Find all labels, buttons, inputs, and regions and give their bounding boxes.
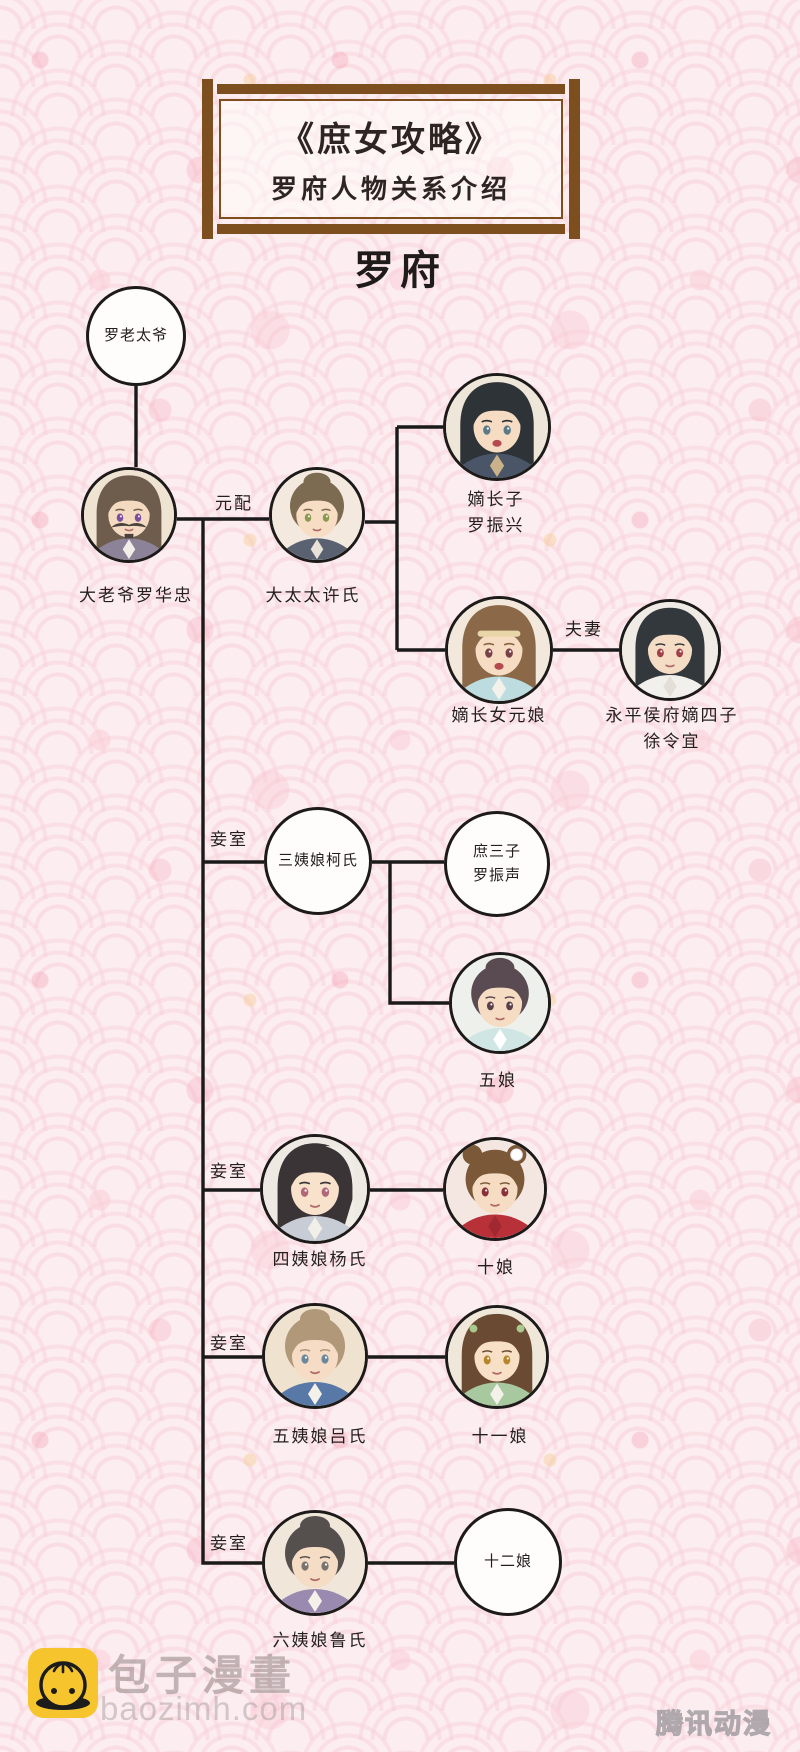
grandfather-name: 罗老太爷 [103, 328, 168, 344]
node-third-son: 庶三子 罗振声 [444, 811, 550, 917]
plaque-inner: 《庶女攻略》 罗府人物关系介绍 [219, 99, 563, 219]
plaque-frame-right [569, 79, 580, 239]
plaque-frame-left [202, 79, 213, 239]
label-eleventh-daughter: 十一娘 [471, 1427, 529, 1446]
eldest-son-title: 嫡长子 [467, 490, 525, 509]
series-title: 《庶女攻略》 [280, 122, 502, 159]
label-first-wife: 大太太许氏 [265, 586, 361, 605]
avatar-concubine4 [260, 1134, 370, 1244]
label-concubine5: 五姨娘吕氏 [272, 1427, 368, 1446]
concubine3-name: 三姨娘柯氏 [277, 853, 358, 869]
avatar-xu-lingyi [619, 599, 721, 701]
tencent-comics-watermark: 腾讯动漫 [655, 1708, 772, 1739]
avatar-eldest-daughter [445, 596, 553, 704]
avatar-father [81, 467, 177, 563]
avatar-eldest-son [443, 373, 551, 481]
avatar-concubine6 [262, 1510, 368, 1616]
node-concubine3: 三姨娘柯氏 [264, 807, 372, 915]
plaque-frame-top [217, 84, 565, 94]
label-tenth-daughter: 十娘 [477, 1258, 515, 1277]
label-father: 大老爷罗华忠 [79, 586, 193, 605]
family-heading: 罗府 [354, 248, 446, 293]
xu-lingyi-title: 永平侯府嫡四子 [605, 706, 739, 725]
relation-concubine-4: 妾室 [210, 1162, 248, 1181]
avatar-eleventh-daughter [445, 1305, 549, 1409]
label-fifth-daughter: 五娘 [479, 1071, 517, 1090]
relation-concubine-5: 妾室 [210, 1334, 248, 1353]
chart-subtitle: 罗府人物关系介绍 [270, 175, 511, 204]
baozi-logo-icon [28, 1648, 98, 1718]
node-twelfth-daughter: 十二娘 [454, 1508, 562, 1616]
avatar-tenth-daughter [443, 1137, 547, 1241]
site-url: baozimh.com [100, 1690, 308, 1727]
twelfth-daughter-name: 十二娘 [483, 1554, 532, 1570]
label-xu-lingyi: 永平侯府嫡四子 徐令宜 [587, 703, 757, 755]
label-concubine6: 六姨娘鲁氏 [272, 1631, 368, 1650]
title-plaque: 《庶女攻略》 罗府人物关系介绍 [202, 79, 580, 239]
label-eldest-daughter: 嫡长女元娘 [451, 706, 547, 725]
plaque-frame-bottom [217, 224, 565, 234]
avatar-concubine5 [262, 1303, 368, 1409]
third-son-title: 庶三子 [472, 844, 521, 860]
node-grandfather: 罗老太爷 [86, 286, 186, 386]
eldest-son-name: 罗振兴 [467, 516, 525, 535]
relation-first-wife: 元配 [215, 494, 253, 513]
label-concubine4: 四姨娘杨氏 [272, 1250, 368, 1269]
label-eldest-son: 嫡长子 罗振兴 [426, 487, 566, 539]
relation-couple: 夫妻 [565, 620, 603, 639]
avatar-first-wife [269, 467, 365, 563]
avatar-fifth-daughter [449, 952, 551, 1054]
relation-concubine-6: 妾室 [210, 1534, 248, 1553]
third-son-name: 罗振声 [472, 868, 521, 884]
relation-concubine-3: 妾室 [210, 830, 248, 849]
xu-lingyi-name: 徐令宜 [643, 732, 701, 751]
site-name: 包子漫畫 [108, 1652, 297, 1699]
